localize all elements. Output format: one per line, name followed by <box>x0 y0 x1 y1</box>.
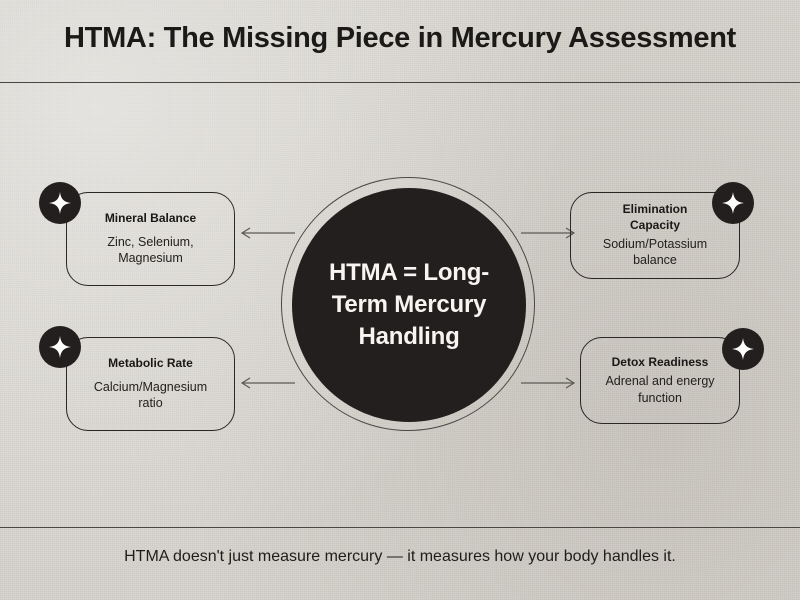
badge-metabolic-rate <box>39 326 81 368</box>
hub-circle: HTMA = Long-Term Mercury Handling <box>292 188 526 422</box>
card-title: Mineral Balance <box>104 211 197 226</box>
sparkle-star-icon <box>731 337 755 361</box>
sparkle-star-icon <box>48 335 72 359</box>
connector-hub-to-mineral-balance <box>240 227 295 239</box>
card-mineral-balance[interactable]: Mineral Balance Zinc, Selenium, Magnesiu… <box>66 192 235 286</box>
card-description: Adrenal and energy function <box>605 374 715 405</box>
card-title: Detox Readiness <box>611 354 709 369</box>
card-title: Elimination Capacity <box>622 202 688 232</box>
page-title: HTMA: The Missing Piece in Mercury Asses… <box>64 22 736 54</box>
header: HTMA: The Missing Piece in Mercury Asses… <box>0 0 800 83</box>
sparkle-star-icon <box>721 191 745 215</box>
card-detox-readiness[interactable]: Detox Readiness Adrenal and energy funct… <box>580 337 740 424</box>
badge-mineral-balance <box>39 182 81 224</box>
card-description: Zinc, Selenium, Magnesium <box>107 234 194 266</box>
card-title: Metabolic Rate <box>108 356 193 371</box>
badge-elimination-capacity <box>712 182 754 224</box>
card-elimination-capacity[interactable]: Elimination Capacity Sodium/Potassium ba… <box>570 192 740 279</box>
card-description: Calcium/Magnesium ratio <box>93 379 208 411</box>
connector-hub-to-detox-readiness <box>521 377 576 389</box>
card-metabolic-rate[interactable]: Metabolic Rate Calcium/Magnesium ratio <box>66 337 235 431</box>
card-description: Sodium/Potassium balance <box>602 236 708 268</box>
header-divider <box>0 82 800 83</box>
hub-outer-ring <box>281 177 535 431</box>
connector-hub-to-elimination-capacity <box>521 227 576 239</box>
footer-caption: HTMA doesn't just measure mercury — it m… <box>124 548 676 565</box>
sparkle-star-icon <box>48 191 72 215</box>
badge-detox-readiness <box>722 328 764 370</box>
connector-hub-to-metabolic-rate <box>240 377 295 389</box>
hub-label: HTMA = Long-Term Mercury Handling <box>328 259 489 350</box>
footer-divider <box>0 527 800 528</box>
